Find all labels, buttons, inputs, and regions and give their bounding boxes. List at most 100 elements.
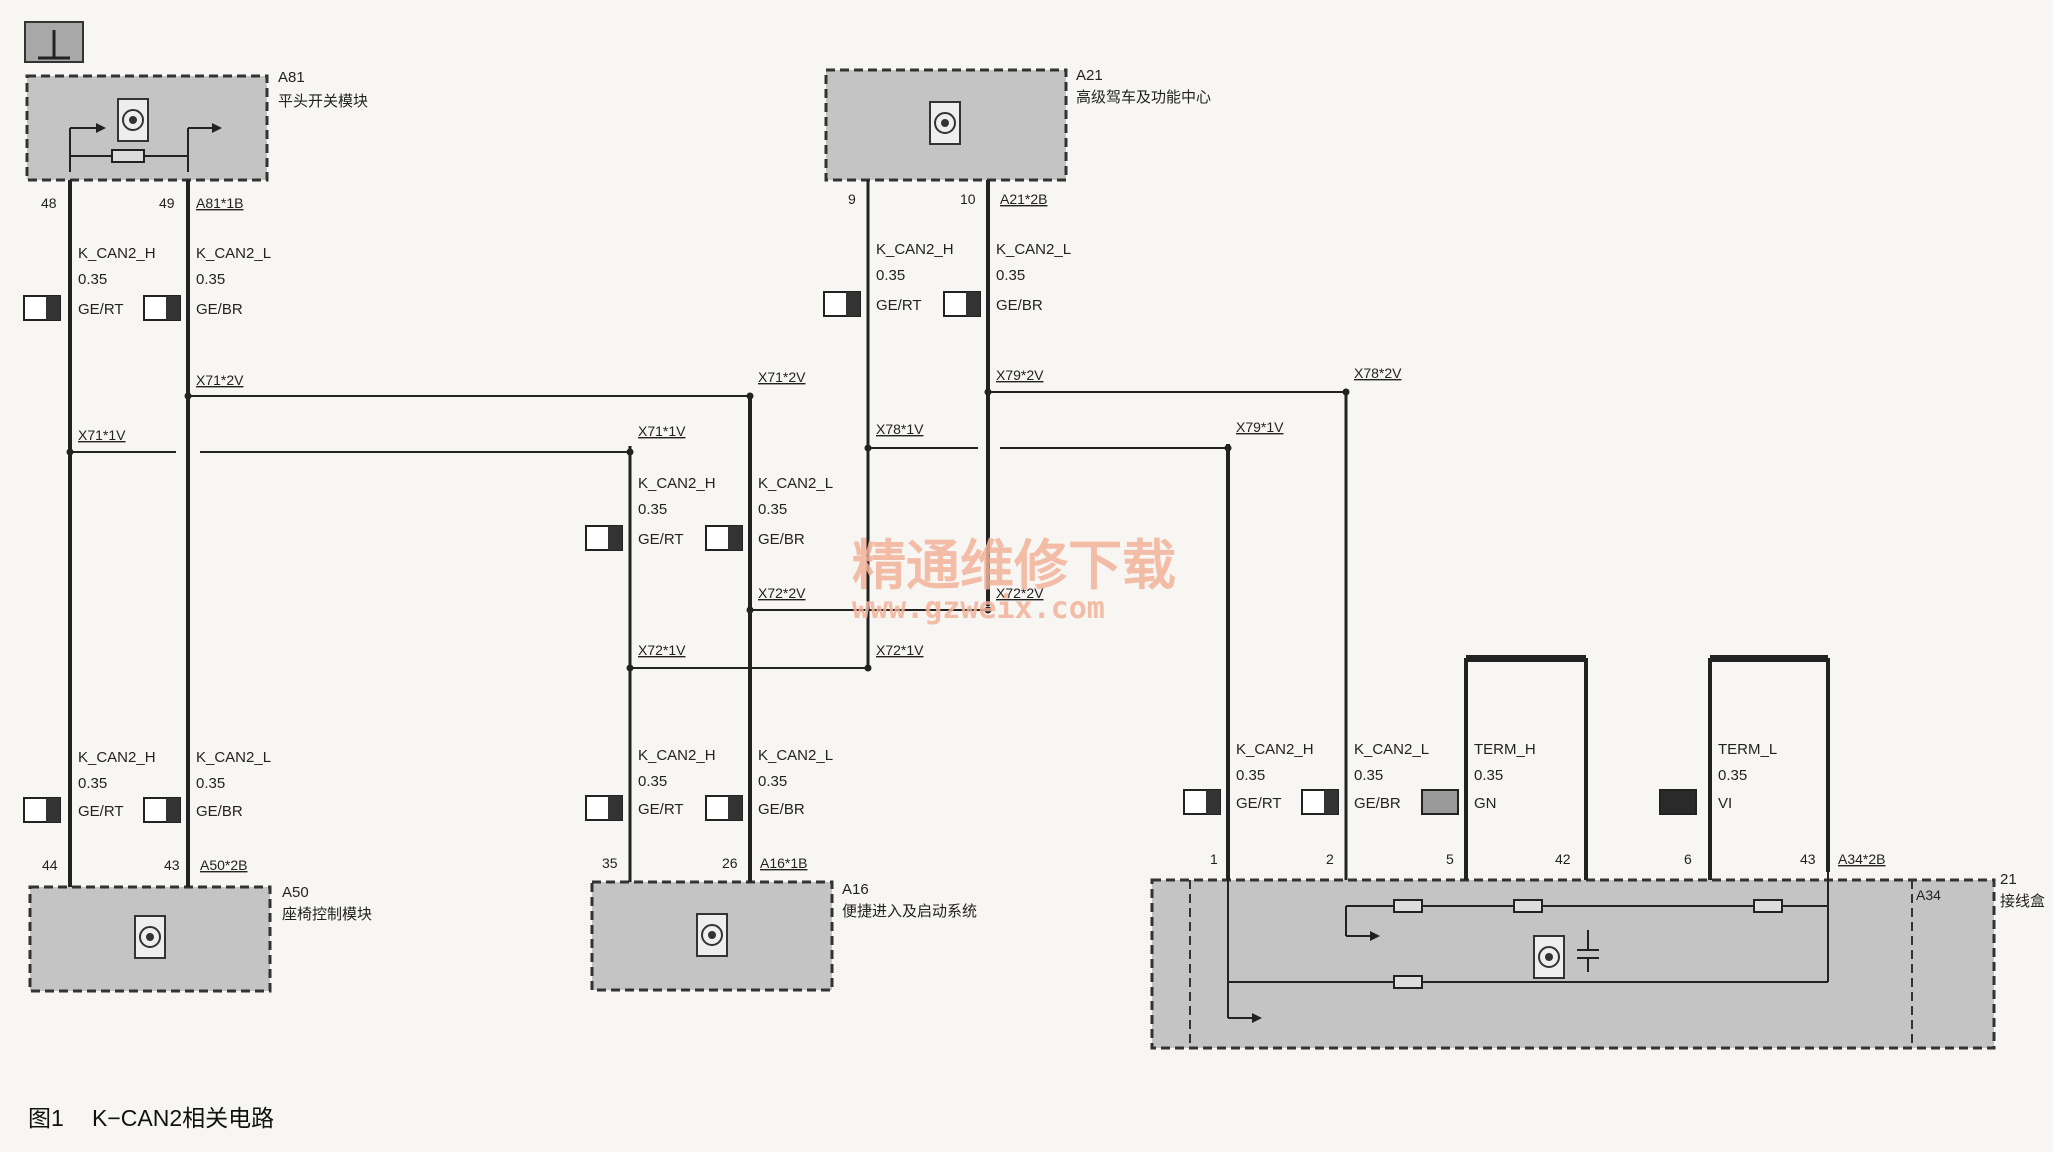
control-unit-icon [929, 101, 961, 145]
module-name: 座椅控制模块 [282, 906, 372, 923]
svg-text:K_CAN2_H: K_CAN2_H [876, 241, 954, 258]
pin-number: 10 [960, 191, 976, 207]
wire-label-can-l: K_CAN2_L 0.35 GE/BR [143, 245, 271, 321]
svg-text:GE/RT: GE/RT [78, 301, 124, 318]
connector-labels: X71*2V X71*1V X71*2V X71*1V X72*2V X72*1… [78, 365, 1402, 658]
svg-text:TERM_L: TERM_L [1718, 741, 1777, 758]
control-unit-icon [134, 915, 166, 959]
figure-caption: 图1 K−CAN2相关电路 [28, 1105, 274, 1131]
svg-text:K_CAN2_H: K_CAN2_H [78, 245, 156, 262]
svg-text:K_CAN2_H: K_CAN2_H [638, 747, 716, 764]
svg-text:K_CAN2_L: K_CAN2_L [1354, 741, 1429, 758]
connector-x78-2v: X78*2V [1354, 365, 1402, 381]
module-tag: 21 [2000, 871, 2017, 888]
wire-label-can-l: K_CAN2_L 0.35 GE/BR [705, 475, 833, 551]
control-unit-icon [696, 913, 728, 957]
connector-x78-1v: X78*1V [876, 421, 924, 437]
caption-title: K−CAN2相关电路 [92, 1105, 274, 1131]
wire-label-term-l: TERM_L 0.35 VI [1659, 741, 1777, 815]
wire-label-can-h: K_CAN2_H 0.35 GE/RT [823, 241, 954, 317]
svg-text:K_CAN2_H: K_CAN2_H [78, 749, 156, 766]
connector-x71-1v: X71*1V [638, 423, 686, 439]
svg-text:K_CAN2_L: K_CAN2_L [996, 241, 1071, 258]
svg-text:GE/RT: GE/RT [638, 801, 684, 818]
connector-x72-2v: X72*2V [758, 585, 806, 601]
connector-x72-1v: X72*1V [638, 642, 686, 658]
wire-label-can-l: K_CAN2_L 0.35 GE/BR [705, 747, 833, 821]
capacitor-icon [1577, 930, 1599, 972]
module-name: 接线盒 [2000, 893, 2045, 910]
svg-text:TERM_H: TERM_H [1474, 741, 1536, 758]
svg-text:精通维修下载: 精通维修下载 [852, 533, 1176, 597]
svg-text:GE/BR: GE/BR [758, 801, 805, 818]
svg-text:0.35: 0.35 [1236, 767, 1265, 784]
svg-text:GE/RT: GE/RT [78, 803, 124, 820]
connector-label: A81*1B [196, 195, 243, 211]
pin-number: 2 [1326, 851, 1334, 867]
watermark: 精通维修下载 www.gzweix.com [852, 533, 1176, 626]
svg-text:GE/BR: GE/BR [996, 297, 1043, 314]
control-unit-icon [117, 98, 149, 142]
svg-text:GE/BR: GE/BR [1354, 795, 1401, 812]
svg-text:VI: VI [1718, 795, 1732, 812]
arrow-icon [69, 123, 222, 172]
connector-x71-1v: X71*1V [78, 427, 126, 443]
caption-fig-number: 图1 [28, 1105, 64, 1131]
connector-label: A50*2B [200, 857, 247, 873]
svg-text:0.35: 0.35 [1718, 767, 1747, 784]
module-a34: A34 21 接线盒 1 2 5 42 6 43 A34*2B [1150, 851, 2045, 1050]
connector-x79-2v: X79*2V [996, 367, 1044, 383]
connector-label: A34*2B [1838, 851, 1885, 867]
wire-label-can-h: K_CAN2_H 0.35 GE/RT [23, 245, 156, 321]
svg-text:K_CAN2_L: K_CAN2_L [758, 747, 833, 764]
pin-number: 9 [848, 191, 856, 207]
wire-label-can-l: K_CAN2_L 0.35 GE/BR [1301, 741, 1429, 815]
svg-text:0.35: 0.35 [78, 775, 107, 792]
svg-text:GE/BR: GE/BR [758, 531, 805, 548]
pin-number: 5 [1446, 851, 1454, 867]
svg-text:K_CAN2_L: K_CAN2_L [196, 749, 271, 766]
module-a21: A21 高级驾车及功能中心 9 10 A21*2B [824, 67, 1211, 207]
svg-text:GE/RT: GE/RT [1236, 795, 1282, 812]
svg-text:0.35: 0.35 [196, 271, 225, 288]
module-code: A21 [1076, 67, 1103, 84]
wire-label-can-h: K_CAN2_H 0.35 GE/RT [1183, 741, 1314, 815]
arrow-icon [1227, 872, 1380, 1023]
svg-text:0.35: 0.35 [758, 501, 787, 518]
wire-label-can-l: K_CAN2_L 0.35 GE/BR [943, 241, 1071, 317]
pin-number: 1 [1210, 851, 1218, 867]
connector-label: A21*2B [1000, 191, 1047, 207]
svg-text:K_CAN2_L: K_CAN2_L [758, 475, 833, 492]
svg-text:K_CAN2_L: K_CAN2_L [196, 245, 271, 262]
resistor-icon [1393, 899, 1783, 989]
module-code: A81 [278, 69, 305, 86]
svg-text:K_CAN2_H: K_CAN2_H [638, 475, 716, 492]
pin-number: 44 [42, 857, 58, 873]
pin-number: 26 [722, 855, 738, 871]
svg-text:0.35: 0.35 [1354, 767, 1383, 784]
connector-x71-2v: X71*2V [196, 372, 244, 388]
connector-x72-2v: X72*2V [996, 585, 1044, 601]
module-a81: A81 平头开关模块 48 49 A81*1B [25, 69, 368, 211]
resistor-icon [70, 149, 188, 163]
pin-number: 43 [164, 857, 180, 873]
svg-text:0.35: 0.35 [638, 501, 667, 518]
svg-text:0.35: 0.35 [1474, 767, 1503, 784]
wire-label-can-h: K_CAN2_H 0.35 GE/RT [585, 475, 716, 551]
svg-text:GE/BR: GE/BR [196, 301, 243, 318]
svg-text:GE/RT: GE/RT [638, 531, 684, 548]
module-a16: A16 便捷进入及启动系统 35 26 A16*1B [590, 855, 977, 992]
module-name: 平头开关模块 [278, 93, 368, 110]
module-name: 高级驾车及功能中心 [1076, 89, 1211, 106]
module-code: A16 [842, 881, 869, 898]
pin-number: 48 [41, 195, 57, 211]
svg-text:0.35: 0.35 [876, 267, 905, 284]
svg-text:K_CAN2_H: K_CAN2_H [1236, 741, 1314, 758]
wire-label-can-h: K_CAN2_H 0.35 GE/RT [585, 747, 716, 821]
connector-label: A16*1B [760, 855, 807, 871]
control-unit-icon [1533, 935, 1565, 979]
svg-text:GN: GN [1474, 795, 1497, 812]
connector-x71-2v: X71*2V [758, 369, 806, 385]
wire-label-can-h: K_CAN2_H 0.35 GE/RT [23, 749, 156, 823]
svg-text:0.35: 0.35 [996, 267, 1025, 284]
